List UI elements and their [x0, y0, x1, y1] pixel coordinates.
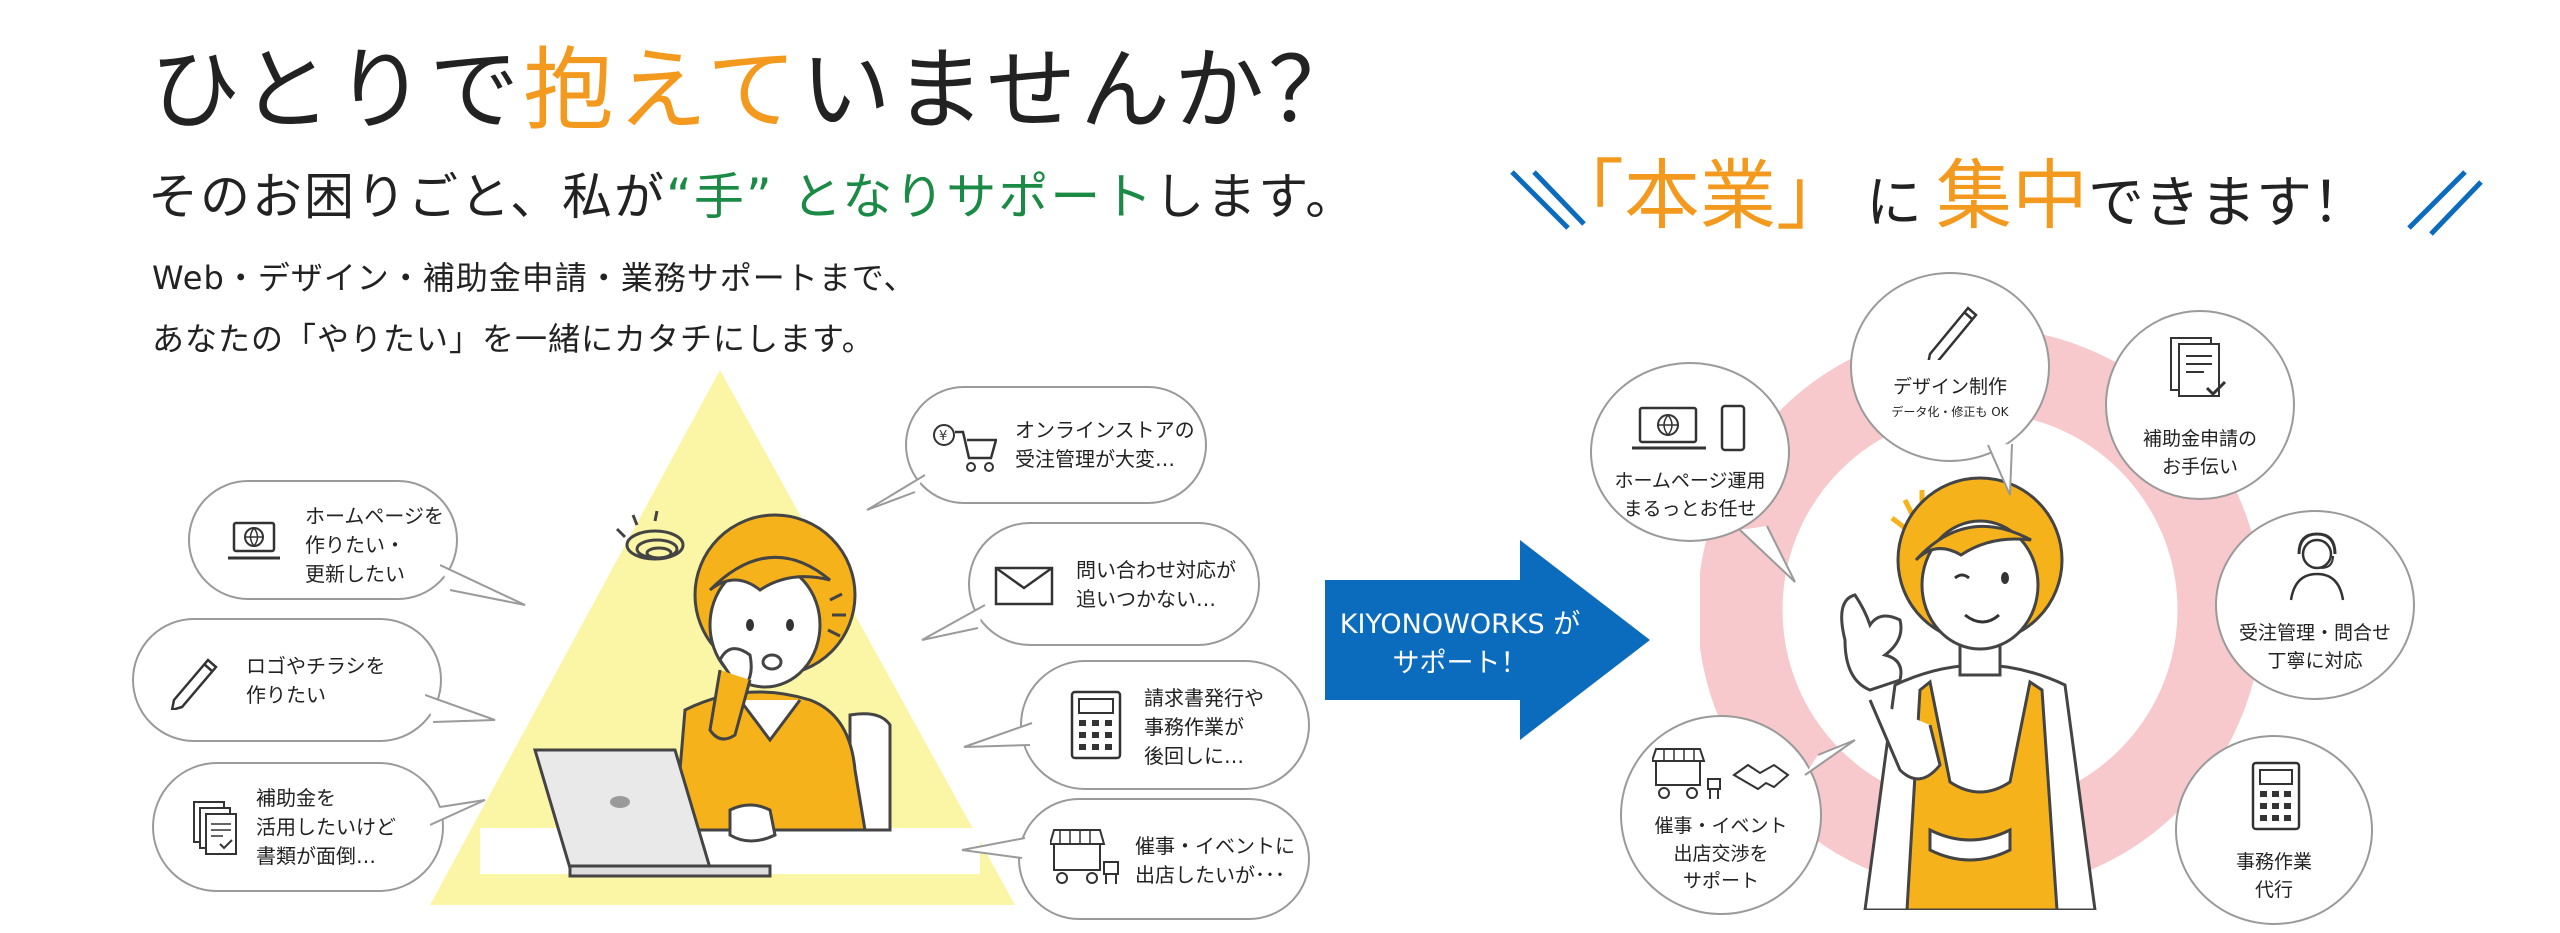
subheadline-part1: そのお困りごと、私が	[148, 168, 666, 226]
bubble-line: ホームページを	[305, 504, 444, 528]
right-headline-close-bracket: 」	[1776, 151, 1852, 240]
right-headline-mid: に	[1866, 171, 1922, 236]
laptop-globe-icon	[228, 521, 280, 560]
bubble-tail	[866, 474, 926, 511]
concern-bubble-inquiries: 問い合わせ対応が 追いつかない…	[968, 522, 1260, 646]
service-bubble-office: 事務作業 代行	[2175, 735, 2373, 925]
stall-handshake-icon	[1652, 748, 1790, 799]
support-arrow	[1325, 540, 1650, 740]
bubble-line: 作りたい・	[305, 533, 405, 557]
envelope-icon	[994, 566, 1054, 606]
right-headline-word1: 本業	[1624, 151, 1776, 240]
arrow-label-line: サポート！	[1392, 648, 1528, 680]
documents-icon	[193, 801, 237, 855]
bubble-line: 活用したいけど	[256, 815, 396, 839]
arrow-label-line: KIYONOWORKS が	[1339, 609, 1581, 640]
pen-icon	[170, 658, 218, 710]
calculator-icon	[1070, 690, 1122, 760]
laptop-phone-icon	[1632, 404, 1746, 452]
service-line: 受注管理・問合せ	[2238, 622, 2391, 644]
sub-headline: そのお困りごと、私が“手” となりサポートします。	[148, 172, 1357, 222]
concern-bubble-subsidy: 補助金を 活用したいけど 書類が面倒…	[152, 762, 444, 892]
arrow-label: KIYONOWORKS が サポート！	[1325, 605, 1595, 683]
service-line: 事務作業	[2235, 851, 2312, 873]
service-line: デザイン制作	[1892, 376, 2007, 398]
calculator-icon	[2251, 761, 2301, 831]
bubble-line: ロゴやチラシを	[246, 654, 386, 678]
bubble-tail	[1804, 739, 1856, 776]
bubble-line: 受注管理が大変…	[1015, 447, 1175, 471]
bubble-line: 事務作業が	[1144, 715, 1244, 739]
bubble-tail	[921, 604, 986, 641]
service-line: 催事・イベント	[1654, 815, 1788, 837]
service-bubble-design: デザイン制作 データ化・修正も OK	[1850, 272, 2050, 462]
bubble-line: 問い合わせ対応が	[1076, 558, 1236, 582]
service-bubble-inquiries: 受注管理・問合せ 丁寧に対応	[2215, 510, 2415, 700]
bubble-tail	[1739, 525, 1796, 583]
bubble-tail	[963, 722, 1033, 748]
service-line: お手伝い	[2161, 455, 2238, 478]
subheadline-part2: します。	[1154, 168, 1358, 226]
bubble-line: 追いつかない…	[1076, 587, 1216, 611]
service-line: 丁寧に対応	[2267, 649, 2363, 672]
subheadline-highlight: “手” となりサポート	[666, 168, 1155, 226]
concern-bubble-invoices: 請求書発行や 事務作業が 後回しに…	[1020, 660, 1310, 790]
bubble-tail	[1987, 443, 2013, 496]
intro-line-1: Web・デザイン・補助金申請・業務サポートまで、	[152, 259, 917, 297]
right-headline: 「本業」に集中できます！	[1548, 158, 2368, 234]
service-line: サポート	[1682, 870, 1759, 893]
headline-highlight: 抱えて	[523, 38, 801, 143]
bubble-line: 作りたい	[246, 683, 326, 707]
concern-bubble-events: 催事・イベントに 出店したいが･･･	[1018, 798, 1310, 920]
bubble-tail	[430, 799, 486, 826]
service-small-note: データ化・修正も OK	[1891, 405, 2009, 419]
concern-bubble-logo: ロゴやチラシを 作りたい	[132, 618, 442, 742]
service-line: ホームページ運用	[1614, 470, 1766, 492]
right-headline-open-bracket: 「	[1548, 151, 1624, 240]
bubble-line: 補助金を	[256, 786, 336, 810]
shopping-cart-icon: ¥	[933, 424, 997, 472]
service-line: 代行	[2254, 878, 2293, 901]
right-headline-word2: 集中	[1936, 151, 2088, 240]
bubble-tail	[961, 837, 1026, 859]
pen-icon	[1927, 306, 1978, 360]
bubble-line: 請求書発行や	[1144, 686, 1264, 710]
bubble-line: 書類が面倒…	[256, 844, 376, 868]
checklist-icon	[2170, 337, 2227, 397]
worried-woman-illustration	[430, 370, 1015, 905]
right-accent-slashes-icon	[2407, 170, 2483, 236]
bubble-line: 出店したいが･･･	[1135, 863, 1285, 887]
left-accent-slashes-icon	[1510, 170, 1586, 230]
bubble-tail	[440, 564, 526, 606]
bubble-line: オンラインストアの	[1015, 418, 1195, 442]
right-headline-end: できます！	[2088, 171, 2368, 236]
market-stall-icon	[1050, 829, 1119, 884]
concern-bubble-online-store: ¥ オンラインストアの 受注管理が大変…	[905, 386, 1207, 504]
service-bubble-subsidy: 補助金申請の お手伝い	[2105, 310, 2295, 500]
bubble-line: 後回しに…	[1144, 744, 1244, 768]
headline-part2: いませんか？	[800, 38, 1363, 143]
bubble-line: 催事・イベントに	[1135, 834, 1295, 858]
service-line: まるっとお任せ	[1623, 497, 1757, 520]
concern-bubble-homepage: ホームページを 作りたい・ 更新したい	[188, 480, 458, 600]
service-bubble-homepage: ホームページ運用 まるっとお任せ	[1590, 362, 1790, 542]
headset-icon	[2289, 532, 2345, 601]
svg-text:¥: ¥	[939, 429, 947, 444]
service-bubble-events: 催事・イベント 出店交渉を サポート	[1620, 715, 1822, 915]
bubble-tail	[425, 694, 496, 723]
main-headline: ひとりで抱えていませんか？	[150, 46, 1362, 136]
service-line: 補助金申請の	[2142, 428, 2257, 450]
bubble-line: 更新したい	[305, 562, 405, 586]
intro-line-2: あなたの「やりたい」を一緒にカタチにします。	[152, 320, 875, 358]
headline-part1: ひとりで	[150, 38, 524, 143]
service-line: 出店交渉を	[1673, 842, 1769, 865]
